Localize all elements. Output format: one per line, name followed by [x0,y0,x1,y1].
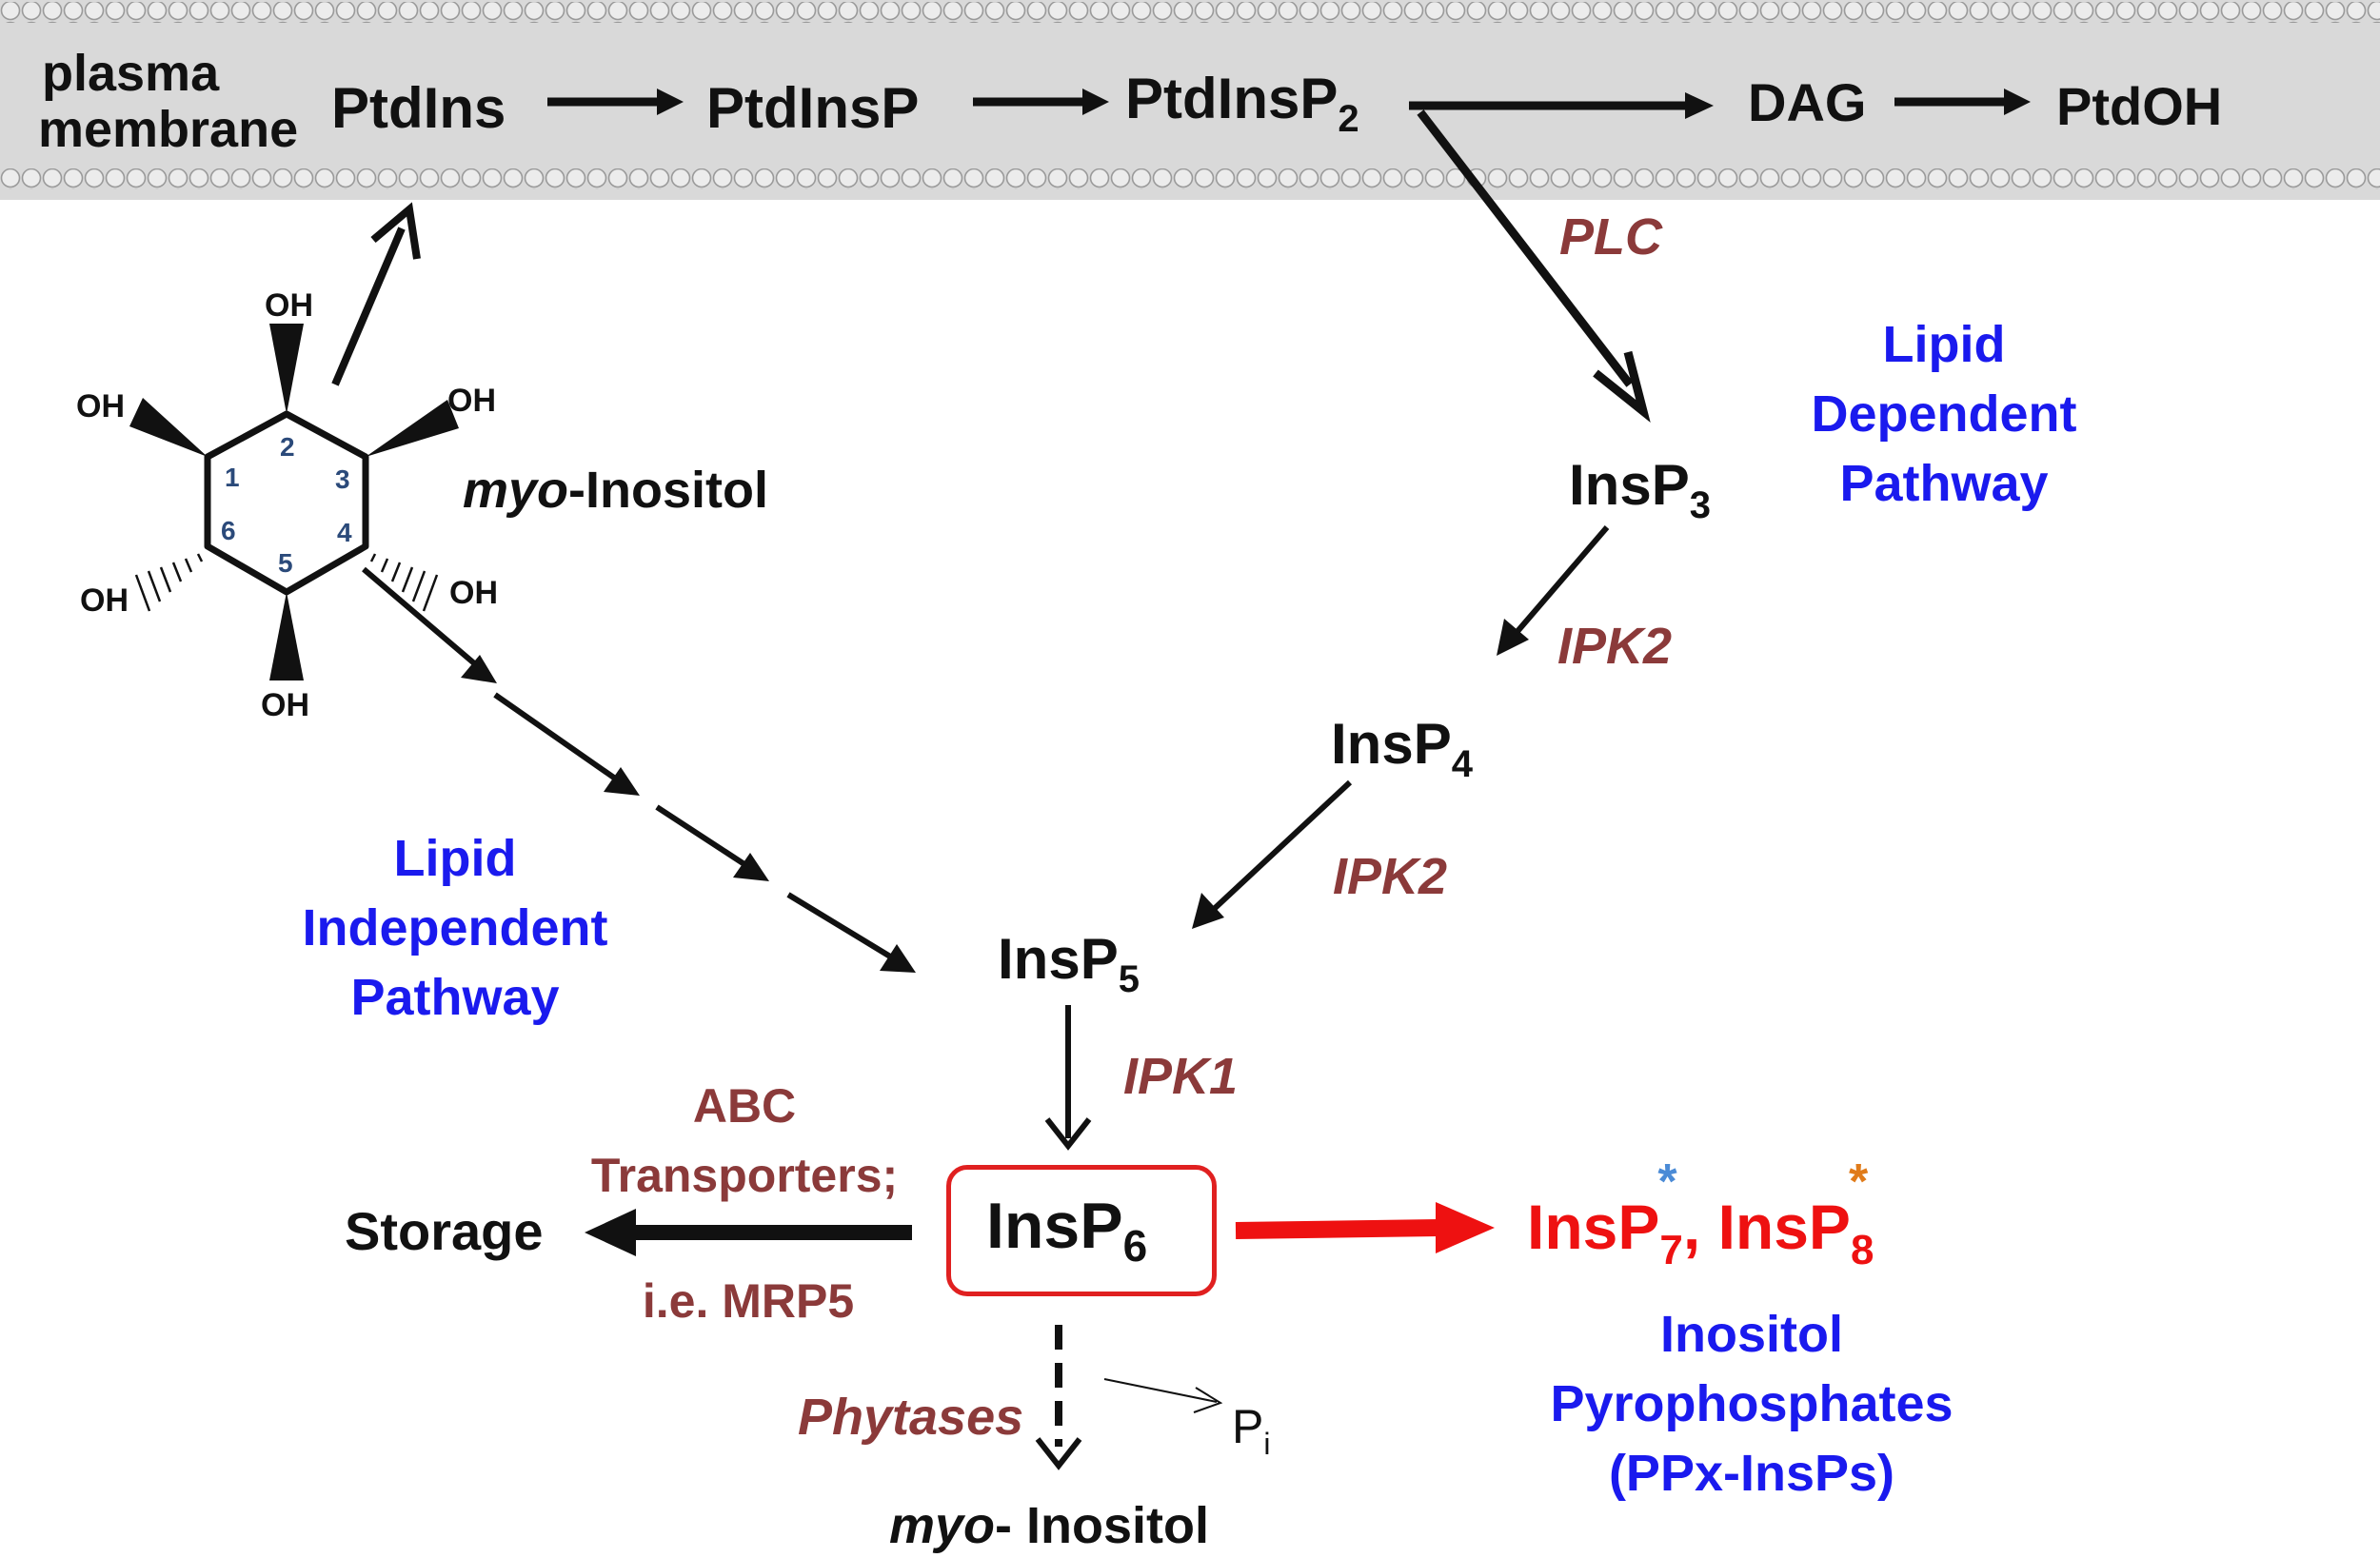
pyro-label-line1: Inositol [1660,1306,1843,1363]
node-ptdinsp2-sub: 2 [1338,98,1359,140]
node-insp4-text: InsP [1331,712,1452,776]
lipid-dependent-line3: Pathway [1839,454,2049,512]
node-insp6-sub: 6 [1122,1221,1148,1271]
arrow-to-pi [1103,1378,1223,1413]
wedge-c3-oh [366,400,459,457]
node-insp3-text: InsP [1569,453,1690,517]
arrow-inositol-to-ptdins [331,202,421,386]
node-insp8-text: InsP [1717,1192,1851,1262]
arrow-dag-to-ptdoh [1894,89,2031,115]
hash-c4-oh [369,553,439,612]
oh-label-c6: OH [80,582,129,619]
membrane-label-line2: membrane [38,101,299,159]
arrow-insp6-to-myo-inositol [1035,1325,1082,1470]
node-insp6: InsP6 [986,1193,1147,1268]
lipid-independent-line3: Pathway [350,968,560,1026]
membrane-inner-leaflet [0,168,2380,189]
enzyme-ipk2-a: IPK2 [1557,618,1673,675]
oh-label-c5: OH [261,687,309,723]
myo-italic-bottom: myo [889,1497,996,1554]
node-pi-text: P [1232,1400,1264,1453]
node-ptdoh: PtdOH [2056,76,2223,136]
label-myo-inositol-bottom: myo- Inositol [889,1500,1209,1551]
node-insp5: InsP5 [998,931,1140,999]
lipid-independent-line1: Lipid [393,830,517,887]
node-ptdinsp2-text: PtdInsP [1125,67,1339,130]
pyro-label-line3: (PPx-InsPs) [1608,1444,1895,1502]
carbon-number-6: 6 [221,516,236,545]
lipid-independent-line2: Independent [302,898,608,956]
carbon-number-3: 3 [335,464,350,494]
arrow-ptdinsp2-to-dag [1409,92,1714,119]
lipid-dependent-line2: Dependent [1811,385,2077,443]
node-insp6-text: InsP [986,1190,1123,1262]
node-ptdins: PtdIns [331,76,506,140]
myo-italic-top: myo [463,462,569,519]
myo-rest-bottom: - Inositol [995,1497,1210,1554]
oh-label-c4: OH [449,575,498,611]
node-insp5-text: InsP [998,927,1119,991]
node-insp7-sub: 7 [1659,1227,1683,1273]
node-insp5-sub: 5 [1118,958,1140,1000]
arrow-insp5-to-insp6 [1044,1005,1092,1151]
oh-label-c1: OH [76,388,125,424]
carbon-number-1: 1 [225,463,240,492]
arrow-insp4-to-insp5 [1192,779,1353,929]
enzyme-ipk1: IPK1 [1123,1048,1239,1105]
arrow-ptdins-to-ptdinsp [547,89,684,115]
arrow-insp6-to-storage [585,1209,912,1256]
enzyme-phytases: Phytases [798,1389,1024,1446]
node-ptdinsp2: PtdInsP2 [1125,67,1359,139]
wedge-c2-oh [269,324,304,414]
node-pi: Pi [1232,1400,1270,1459]
node-storage: Storage [345,1201,544,1261]
node-pi-sub: i [1263,1427,1271,1461]
pathway-lipid-independent: Lipid Independent Pathway [303,824,608,1033]
enzyme-plc: PLC [1559,208,1662,266]
enzyme-ipk2-b: IPK2 [1333,848,1448,905]
hash-c6-oh [134,553,204,612]
node-ptdinsp: PtdInsP [706,76,920,140]
pyro-separator: , [1682,1192,1701,1262]
arrow-insp3-to-insp4 [1497,525,1610,656]
myo-inositol-structure [129,324,459,680]
membrane-outer-leaflet [0,2,2380,23]
oh-label-c3: OH [447,383,496,419]
node-pyrophosphates: InsP7*, InsP8* [1527,1157,1874,1272]
membrane-label: plasma membrane [38,45,299,159]
node-insp4-sub: 4 [1451,743,1473,785]
carbon-number-5: 5 [278,548,293,578]
pathway-inositol-pyrophosphates: Inositol Pyrophosphates (PPx-InsPs) [1550,1300,1953,1509]
arrow-lipid-independent-dashed [362,566,916,973]
carbon-number-2: 2 [280,432,295,462]
arrow-insp6-to-pyrophosphates [1235,1202,1495,1253]
node-insp3-sub: 3 [1689,484,1711,526]
node-insp4: InsP4 [1331,716,1473,784]
node-dag: DAG [1748,72,1867,132]
enzyme-abc-transporters: ABC Transporters; [591,1072,898,1210]
node-insp7-text: InsP [1527,1192,1660,1262]
enzyme-mrp5: i.e. MRP5 [642,1274,855,1328]
abc-line1: ABC [692,1079,797,1133]
pathway-lipid-dependent: Lipid Dependent Pathway [1811,310,2076,519]
oh-label-c2: OH [265,287,313,324]
carbon-number-4: 4 [337,518,352,547]
insp6-box [946,1165,1217,1296]
myo-rest-top: -Inositol [568,462,769,519]
insp8-asterisk: * [1848,1154,1869,1210]
label-myo-inositol-top: myo-Inositol [463,464,768,516]
abc-line2: Transporters; [590,1148,899,1202]
membrane-label-line1: plasma [42,45,220,102]
lipid-dependent-line1: Lipid [1882,316,2006,373]
wedge-c5-oh [269,592,304,680]
node-insp8-sub: 8 [1850,1227,1874,1273]
node-insp3: InsP3 [1569,457,1711,525]
arrow-ptdinsp-to-ptdinsp2 [973,89,1109,115]
arrow-ptdinsp2-to-insp3 [1417,109,1651,423]
wedge-c1-oh [129,398,208,457]
pyro-label-line2: Pyrophosphates [1550,1374,1954,1432]
insp7-asterisk: * [1657,1154,1677,1210]
